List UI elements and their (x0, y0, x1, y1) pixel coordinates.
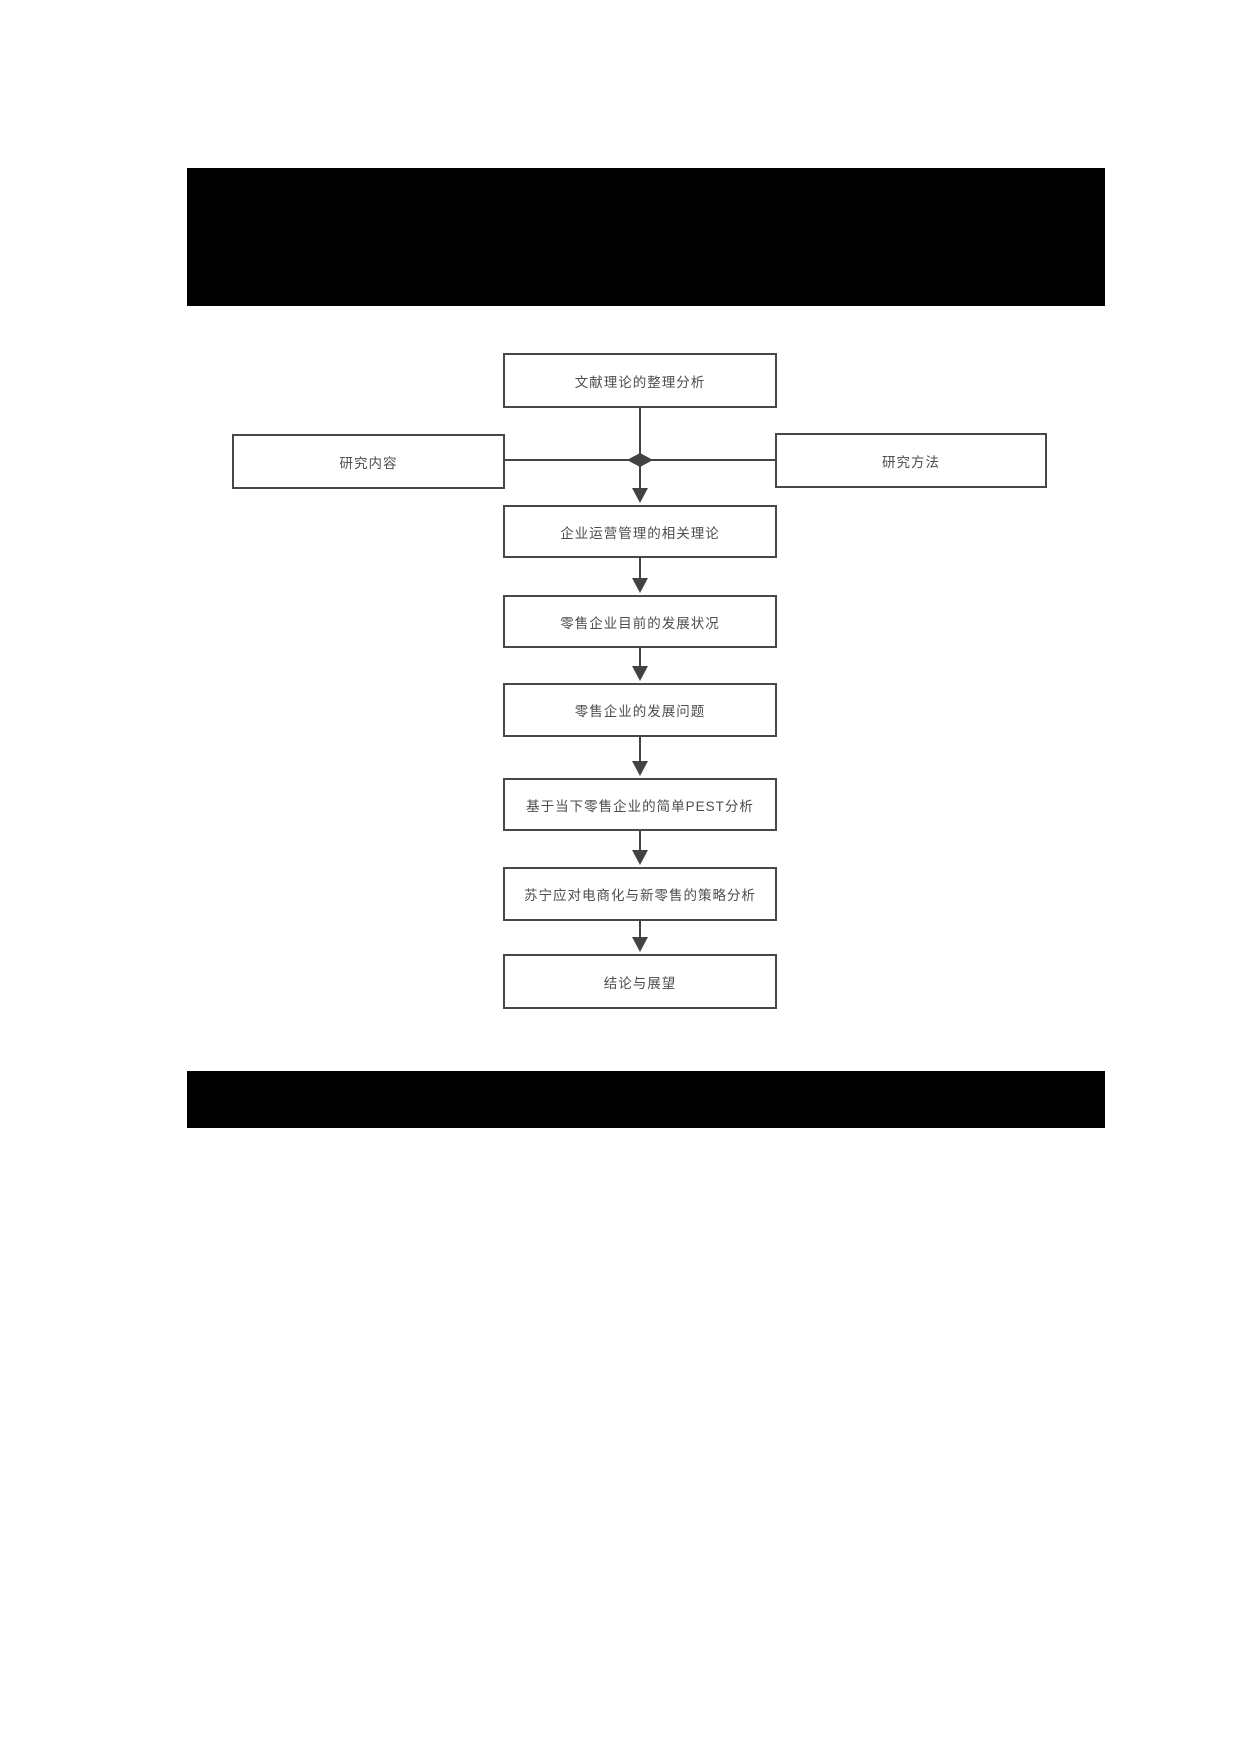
connector-seq4-seq5 (632, 921, 648, 952)
flowchart-node-research-method: 研究方法 (775, 433, 1047, 488)
flowchart-node-pest-analysis: 基于当下零售企业的简单PEST分析 (503, 778, 777, 831)
flowchart-node-suning-strategy: 苏宁应对电商化与新零售的策略分析 (503, 867, 777, 921)
flowchart-node-operation-theory: 企业运营管理的相关理论 (503, 505, 777, 558)
arrowhead-down-icon (632, 761, 648, 776)
connector-seq1-seq2 (632, 648, 648, 681)
connector-top-to-seq0 (632, 408, 648, 503)
arrowhead-down-icon (632, 488, 648, 503)
redacted-text-block-top (187, 168, 1105, 306)
arrowhead-down-icon (632, 666, 648, 681)
node-label: 零售企业目前的发展状况 (560, 615, 720, 631)
flowchart-node-retail-problems: 零售企业的发展问题 (503, 683, 777, 737)
node-label: 研究方法 (882, 454, 940, 470)
arrowhead-down-icon (632, 937, 648, 952)
flowchart-node-conclusion: 结论与展望 (503, 954, 777, 1009)
connector-seq0-seq1 (632, 558, 648, 593)
flowchart-node-literature-analysis: 文献理论的整理分析 (503, 353, 777, 408)
flowchart-node-research-content: 研究内容 (232, 434, 505, 489)
connector-seq3-seq4 (632, 831, 648, 865)
node-label: 研究内容 (339, 455, 398, 471)
flowchart-node-retail-status: 零售企业目前的发展状况 (503, 595, 777, 648)
junction-diamond-icon (627, 453, 653, 467)
node-label: 零售企业的发展问题 (574, 704, 706, 719)
connector-seq2-seq3 (632, 737, 648, 776)
node-label: 基于当下零售企业的简单PEST分析 (526, 798, 754, 814)
node-label: 文献理论的整理分析 (574, 374, 706, 390)
node-label: 企业运营管理的相关理论 (560, 525, 720, 541)
redacted-text-block-bottom (187, 1071, 1105, 1128)
arrowhead-down-icon (632, 578, 648, 593)
node-label: 结论与展望 (603, 975, 677, 991)
node-label: 苏宁应对电商化与新零售的策略分析 (524, 888, 756, 903)
arrowhead-down-icon (632, 850, 648, 865)
